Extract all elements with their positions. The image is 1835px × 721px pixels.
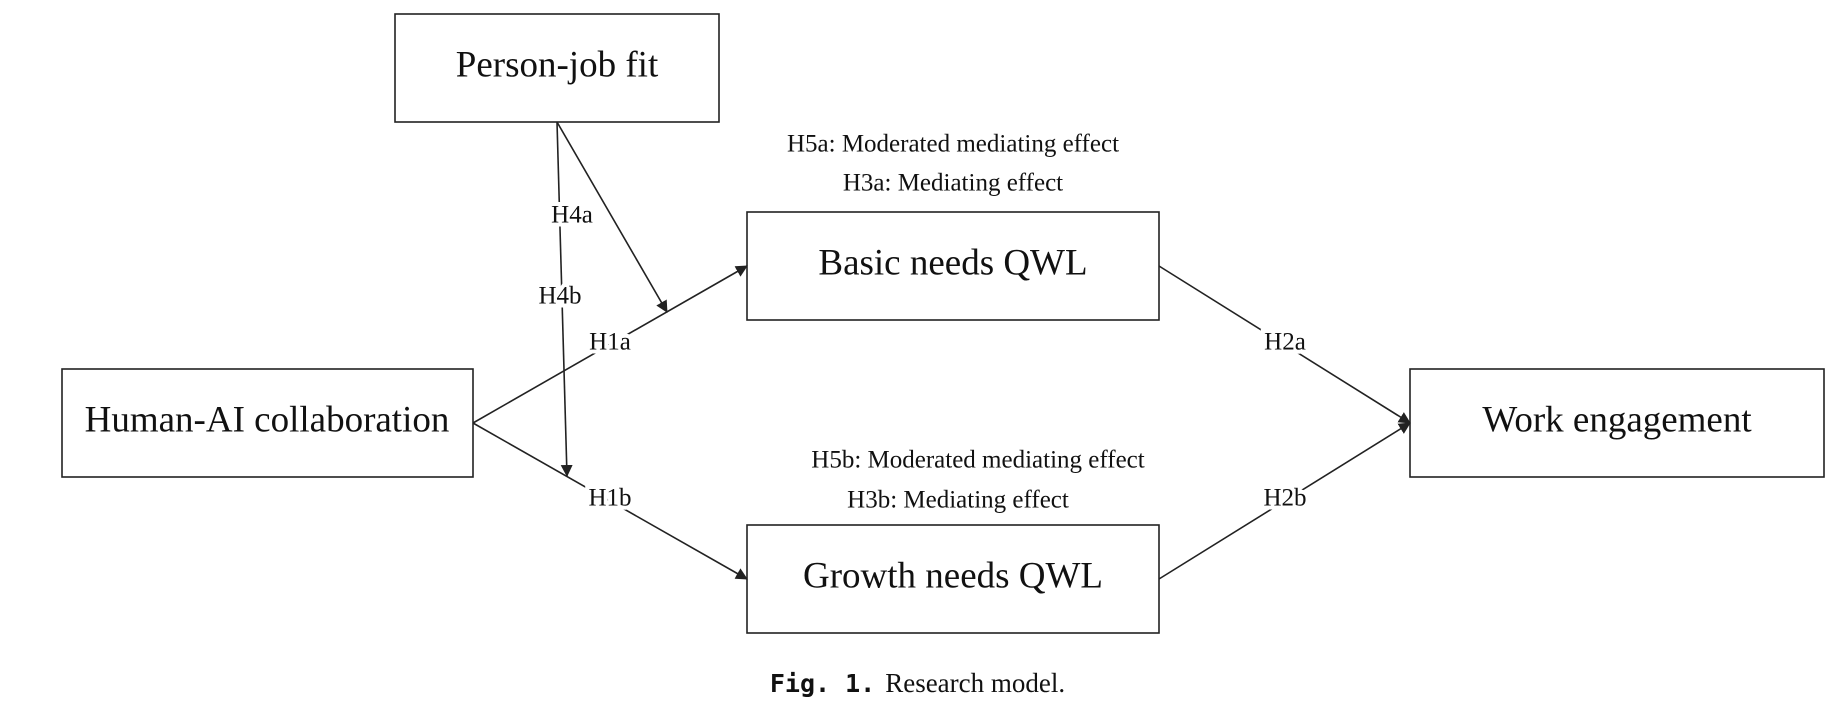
- arrow-h1a: [472, 265, 748, 424]
- arrow-h2a: [1158, 265, 1411, 424]
- box-basic-needs-qwl: Basic needs QWL: [746, 211, 1160, 321]
- effect-label-h5b: H5b: Moderated mediating effect: [811, 447, 1145, 474]
- effect-label-h3b: H3b: Mediating effect: [847, 487, 1069, 514]
- path-label-h4b: H4b: [538, 283, 581, 310]
- effect-label-h5a: H5a: Moderated mediating effect: [787, 131, 1119, 158]
- path-label-h4a: H4a: [551, 202, 593, 229]
- box-growth-needs-qwl: Growth needs QWL: [746, 524, 1160, 634]
- figure-number: Fig. 1.: [769, 669, 876, 698]
- box-work-engagement-label: Work engagement: [1482, 399, 1752, 440]
- box-human-ai-collaboration-label: Human-AI collaboration: [85, 399, 450, 440]
- box-human-ai-collaboration: Human-AI collaboration: [61, 368, 474, 478]
- box-person-job-fit-label: Person-job fit: [456, 44, 659, 85]
- effect-label-h3a: H3a: Mediating effect: [843, 170, 1063, 197]
- arrow-h4a: [556, 121, 668, 313]
- figure-title: Research model.: [885, 668, 1066, 698]
- box-work-engagement: Work engagement: [1409, 368, 1825, 478]
- path-label-h1a: H1a: [589, 329, 631, 356]
- figure-caption: Fig. 1. Research model.: [0, 668, 1835, 699]
- box-person-job-fit: Person-job fit: [394, 13, 720, 123]
- path-label-h1b: H1b: [588, 485, 631, 512]
- box-basic-needs-qwl-label: Basic needs QWL: [818, 242, 1087, 283]
- arrow-h1b: [472, 422, 748, 580]
- path-label-h2a: H2a: [1264, 329, 1306, 356]
- box-growth-needs-qwl-label: Growth needs QWL: [803, 555, 1103, 596]
- path-label-h2b: H2b: [1263, 485, 1306, 512]
- arrow-h2b: [1158, 422, 1411, 580]
- arrow-h4b: [556, 121, 573, 477]
